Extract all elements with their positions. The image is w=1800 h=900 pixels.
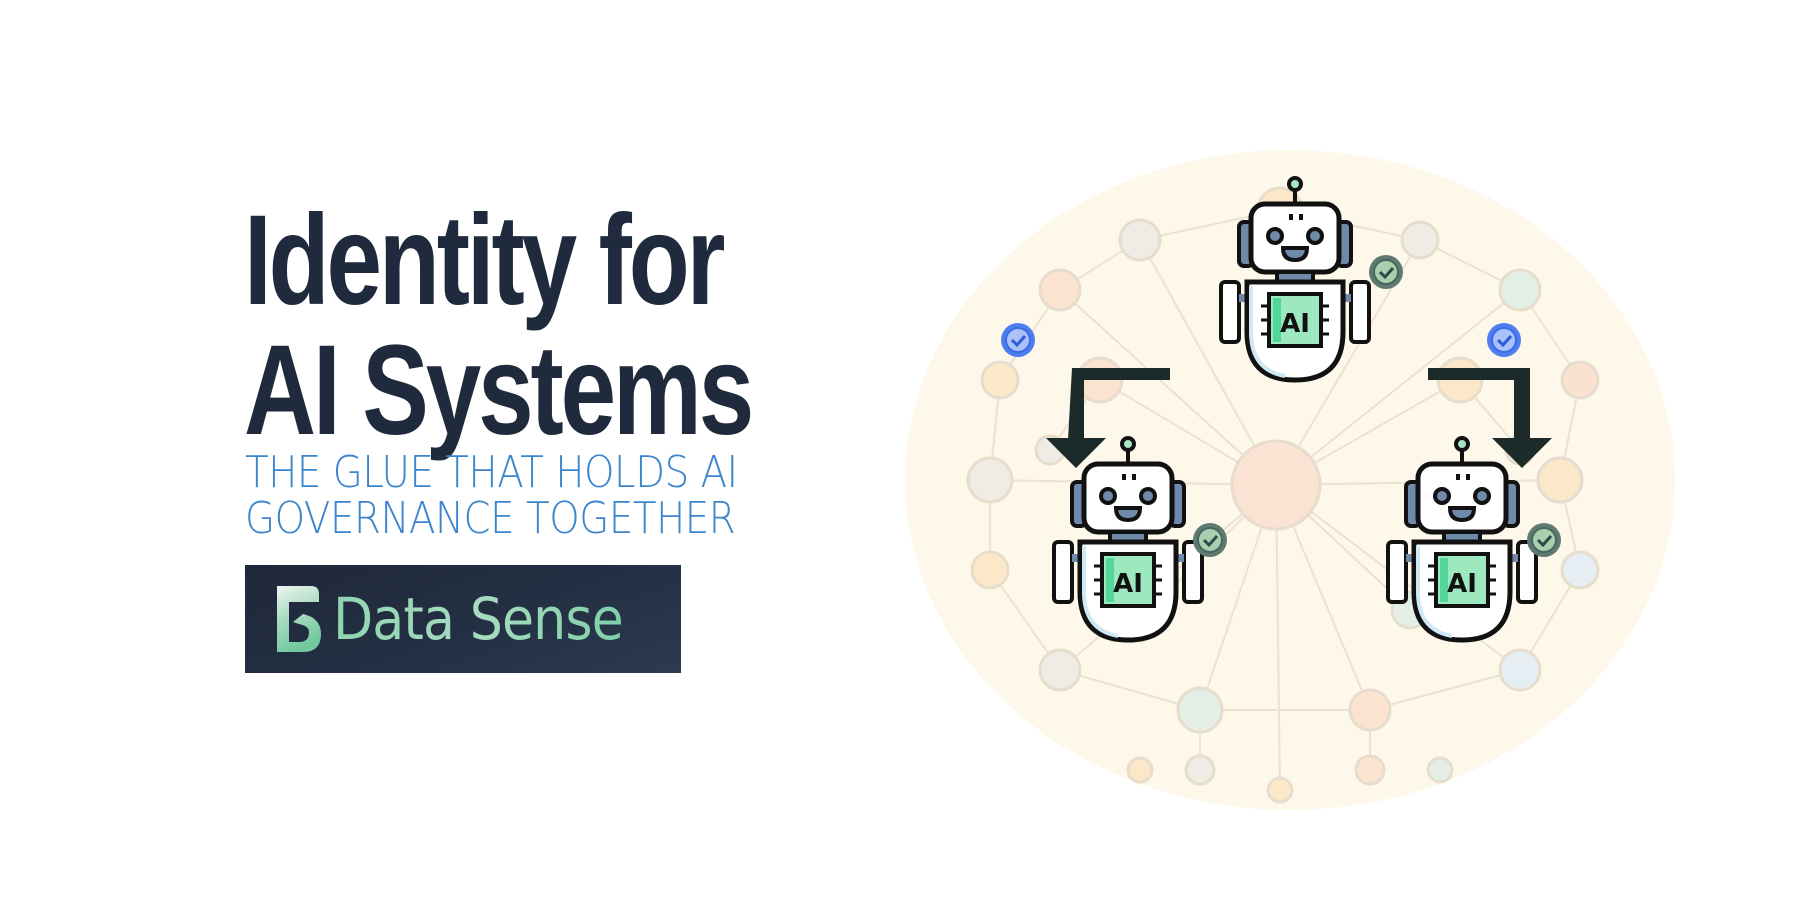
subtitle: THE GLUE THAT HOLDS AI GOVERNANCE TOGETH… xyxy=(245,450,738,542)
robot-bottom-right-green-verified-badge xyxy=(1525,521,1563,559)
brand-logo: Data Sense xyxy=(245,565,681,673)
brand-name: Data Sense xyxy=(333,585,624,653)
left-down-arrow xyxy=(1046,368,1170,468)
title-line-2: AI Systems xyxy=(244,319,754,462)
robot-top-green-verified-badge xyxy=(1367,253,1405,291)
left-blue-verified-badge xyxy=(1001,323,1035,357)
right-down-arrow xyxy=(1428,368,1552,468)
subtitle-line-2: GOVERNANCE TOGETHER xyxy=(245,493,736,544)
ai-identity-illustration: AI xyxy=(905,150,1675,810)
page-title: Identity for AI Systems xyxy=(244,189,754,462)
data-sense-logo-icon xyxy=(277,586,321,652)
subtitle-line-1: THE GLUE THAT HOLDS AI xyxy=(245,447,738,498)
title-line-1: Identity for xyxy=(244,189,726,332)
right-blue-verified-badge xyxy=(1487,323,1521,357)
robot-bottom-left-green-verified-badge xyxy=(1191,521,1229,559)
